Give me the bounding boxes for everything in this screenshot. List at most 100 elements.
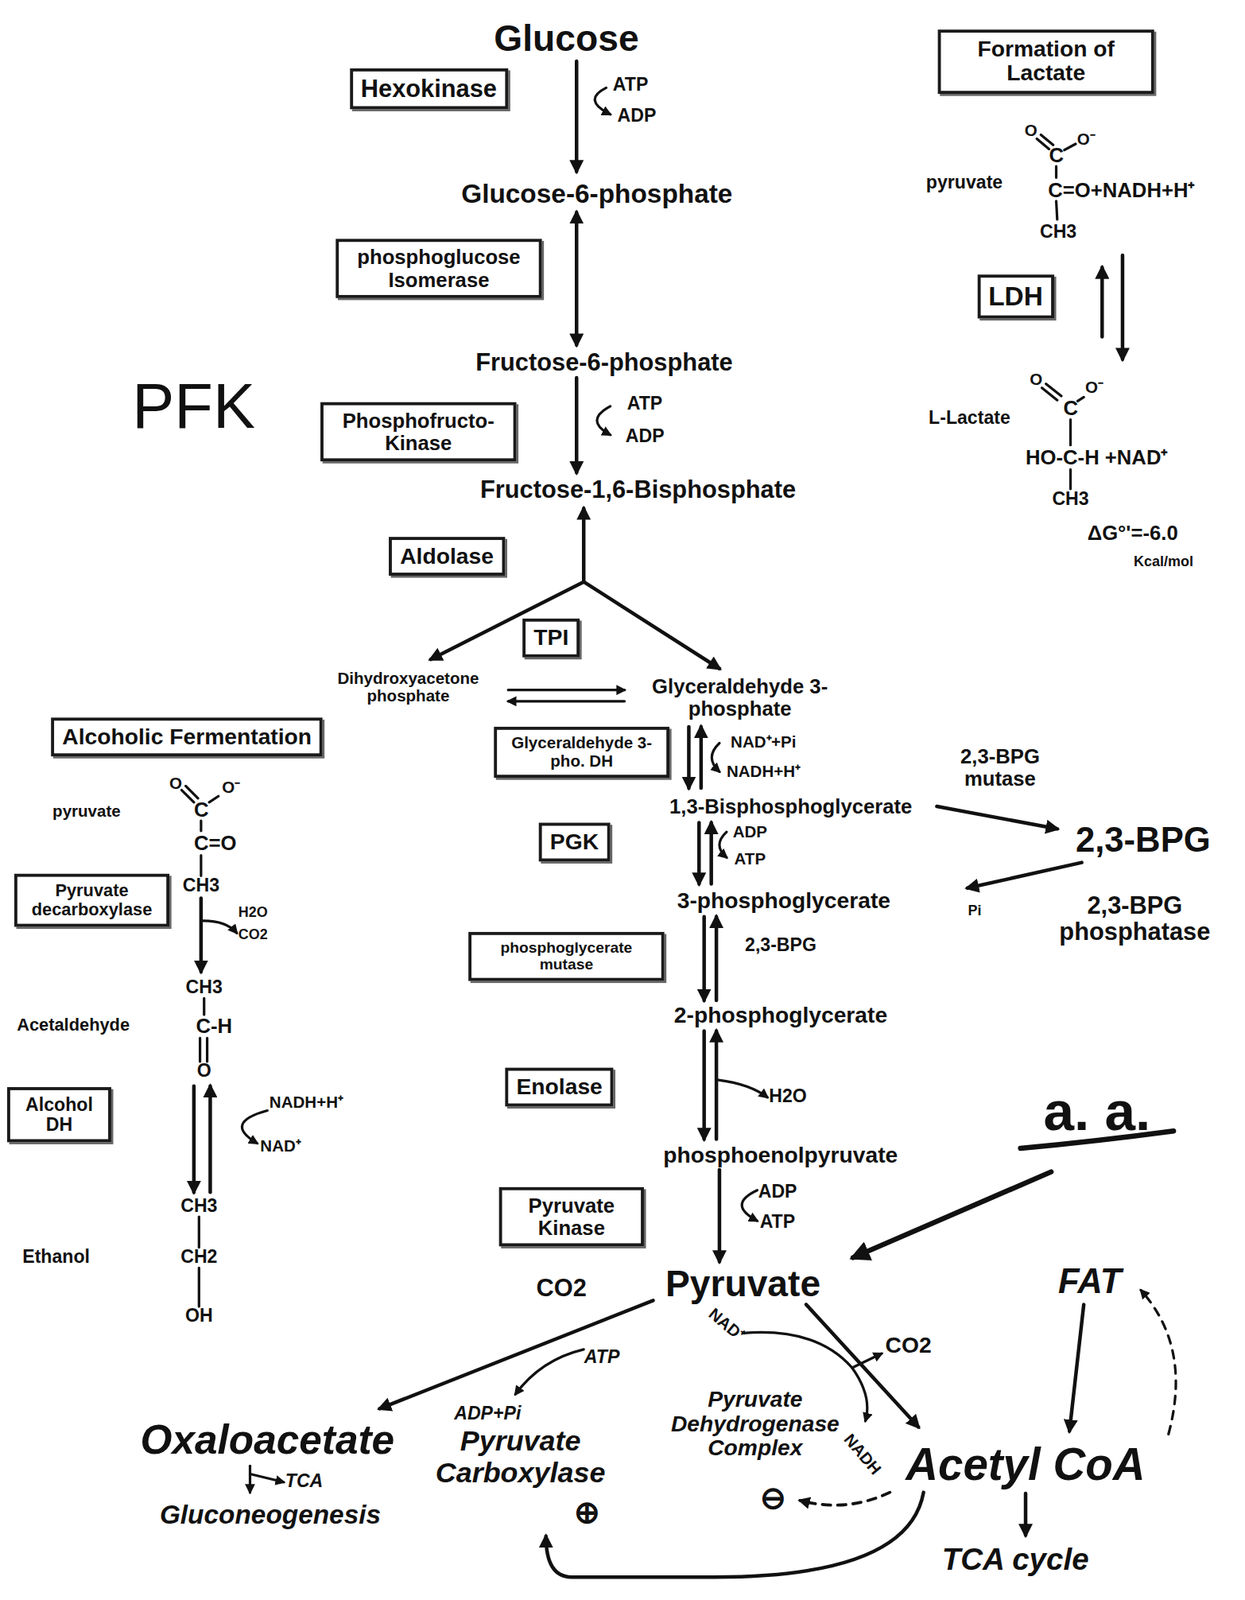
pathway-label: 2,3-BPG: [744, 935, 817, 956]
pathway-label: O: [1029, 370, 1043, 389]
pathway-label: O⁻: [1077, 130, 1095, 149]
cofactor-curve: [718, 1079, 768, 1098]
pathway-label: HO-C-H +NAD⁺: [1025, 446, 1168, 469]
enzyme-box: phosphoglucose Isomerase: [335, 238, 542, 299]
reaction-arrow: [1120, 255, 1125, 360]
pathway-label: ATP: [760, 1212, 796, 1233]
cofactor-curve: [741, 1190, 757, 1222]
pathway-label: CO2: [885, 1332, 932, 1358]
chemical-bond: [1036, 134, 1076, 220]
enzyme-box: PGK: [539, 822, 610, 862]
pathway-label: NAD⁺: [705, 1304, 749, 1345]
cofactor-curve: [852, 1353, 882, 1368]
reaction-arrow: [430, 581, 585, 660]
pathway-label: C-H: [195, 1014, 233, 1037]
pathway-label: Ethanol: [22, 1247, 90, 1268]
reaction-arrow: [967, 862, 1083, 889]
reaction-arrow: [699, 726, 703, 788]
pathway-label: O: [169, 774, 183, 793]
pathway-label: CH2: [180, 1247, 218, 1268]
reaction-arrow: [583, 581, 720, 669]
reaction-arrow: [508, 688, 625, 691]
pathway-label: 3-phosphoglycerate: [677, 888, 891, 914]
pathway-label: NAD⁺+Pi: [730, 733, 796, 752]
enzyme-name: phosphoglucose Isomerase: [346, 245, 531, 291]
reaction-arrow: [199, 898, 203, 972]
reaction-arrow: [249, 1473, 284, 1482]
enzyme-box: Pyruvate Kinase: [499, 1186, 644, 1246]
pathway-label: C: [193, 798, 210, 821]
pathway-label: ⊖: [760, 1480, 786, 1514]
pathway-label: ATP: [627, 393, 664, 414]
pathway-label: NADH+H⁺: [726, 762, 801, 781]
pathway-label: Pyruvate: [665, 1263, 821, 1304]
pathway-label: ATP: [734, 849, 767, 869]
pathway-label: Glyceraldehyde 3-phosphate: [643, 674, 838, 719]
reaction-arrow: [380, 1299, 654, 1408]
pathway-label: Acetyl CoA: [905, 1439, 1145, 1490]
reaction-arrow: [574, 61, 578, 172]
pathway-label: O⁻: [1085, 378, 1103, 397]
pathway-label: L-Lactate: [928, 407, 1011, 428]
pathway-label: Dihydroxyacetone phosphate: [311, 668, 506, 705]
pathway-label: CH3: [1039, 222, 1077, 243]
pathway-label: C=O+NADH+H⁺: [1047, 178, 1195, 202]
reaction-arrow: [581, 508, 586, 582]
pathway-label: 2-phosphoglycerate: [674, 1003, 888, 1028]
pathway-label: phosphoenolpyruvate: [663, 1143, 898, 1168]
inhibition-arrow: [799, 1492, 890, 1505]
reaction-arrow: [702, 1030, 706, 1139]
pathway-label: PFK: [131, 371, 256, 442]
enzyme-box: Pyruvate decarboxylase: [14, 873, 170, 927]
pathway-label: Oxaloacetate: [139, 1416, 395, 1462]
enzyme-name: phosphoglycerate mutase: [479, 938, 653, 974]
pathway-label: NADH: [840, 1430, 885, 1478]
enzyme-name: Alcohol DH: [18, 1093, 101, 1136]
pathway-label: TCA: [285, 1471, 323, 1492]
reaction-arrow: [806, 1303, 919, 1427]
pathway-label: ADP: [758, 1181, 798, 1202]
enzyme-name: Glyceraldehyde 3-pho. DH: [504, 733, 659, 771]
cofactor-curve: [594, 87, 610, 114]
reaction-arrow: [936, 806, 1057, 829]
chemical-bond: [181, 785, 218, 876]
cofactor-curve: [202, 920, 237, 933]
pathway-label: O: [197, 1061, 212, 1082]
pathway-label: C=O: [193, 831, 237, 854]
reaction-arrow: [686, 726, 691, 788]
pathway-label: ADP: [625, 426, 665, 447]
pathway-label: OH: [185, 1306, 214, 1327]
pathway-label: Gluconeogenesis: [159, 1499, 381, 1529]
pathway-label: Glucose-6-phosphate: [461, 178, 733, 209]
reaction-arrow: [574, 377, 578, 473]
pathway-label: pyruvate: [52, 802, 121, 821]
enzyme-name: Pyruvate decarboxylase: [25, 880, 159, 920]
pathway-label: Fructose-1,6-Bisphosphate: [480, 476, 796, 504]
reaction-arrow: [574, 212, 578, 346]
enzyme-box: phosphoglycerate mutase: [468, 931, 664, 981]
cofactor-curve: [515, 1349, 584, 1394]
pathway-label: Glucose: [493, 18, 639, 59]
pathway-label: CH3: [182, 875, 220, 896]
pathway-label: ADP+Pi: [453, 1404, 521, 1424]
chemical-bond: [1042, 383, 1085, 489]
pathway-label: ATP: [584, 1346, 621, 1367]
pathway-label: H2O: [768, 1086, 807, 1107]
pathway-label: NAD⁺: [259, 1136, 301, 1156]
reaction-arrow: [697, 822, 701, 885]
reaction-arrow: [192, 1085, 196, 1192]
enzyme-box: Formation of Lactate: [938, 29, 1155, 94]
pathway-label: H2O: [238, 903, 268, 920]
pathway-label: ADP: [733, 822, 768, 842]
enzyme-box: Aldolase: [388, 536, 505, 577]
cofactor-curve: [719, 831, 727, 858]
enzyme-name: Hexokinase: [360, 74, 497, 102]
pathway-label: ATP: [612, 75, 649, 96]
activation-arrow: [546, 1492, 924, 1578]
enzyme-name: Formation of Lactate: [949, 36, 1144, 87]
enzyme-box: TPI: [522, 617, 580, 658]
reaction-arrow: [508, 699, 625, 703]
dashed-arrow: [1140, 1289, 1176, 1434]
cofactor-curve: [597, 406, 611, 435]
pathway-label: 2,3-BPG: [1075, 819, 1211, 858]
